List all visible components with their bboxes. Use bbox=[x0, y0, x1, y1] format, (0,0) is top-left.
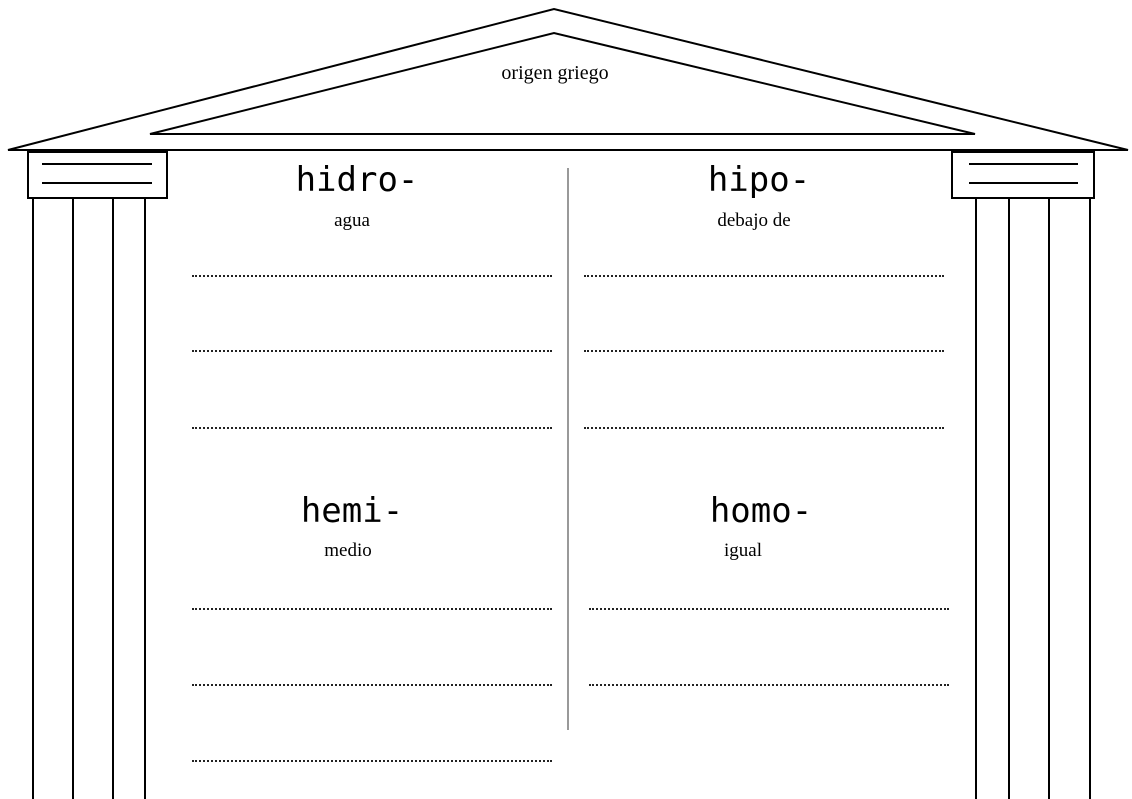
meaning-homo: igual bbox=[724, 540, 762, 561]
answer-line-hidro-1[interactable] bbox=[192, 275, 552, 277]
meaning-hipo: debajo de bbox=[717, 210, 791, 231]
meaning-hemi: medio bbox=[324, 540, 372, 561]
prefix-hemi: hemi- bbox=[300, 491, 404, 531]
right-capital bbox=[951, 151, 1095, 199]
left-column bbox=[27, 151, 168, 799]
answer-line-hemi-1[interactable] bbox=[192, 608, 552, 610]
prefix-homo: homo- bbox=[709, 491, 813, 531]
answer-line-hemi-2[interactable] bbox=[192, 684, 552, 686]
pediment bbox=[7, 7, 1129, 151]
answer-line-hemi-3[interactable] bbox=[192, 760, 552, 762]
answer-line-hidro-3[interactable] bbox=[192, 427, 552, 429]
answer-line-hipo-1[interactable] bbox=[584, 275, 944, 277]
left-capital bbox=[27, 151, 168, 199]
answer-line-hipo-2[interactable] bbox=[584, 350, 944, 352]
pediment-outer bbox=[7, 7, 1129, 151]
right-column bbox=[951, 151, 1095, 799]
meaning-hidro: agua bbox=[334, 210, 370, 231]
answer-line-hipo-3[interactable] bbox=[584, 427, 944, 429]
answer-line-homo-1[interactable] bbox=[589, 608, 949, 610]
pediment-inner bbox=[149, 31, 976, 135]
pediment-label: origen griego bbox=[501, 62, 609, 84]
prefix-hidro: hidro- bbox=[295, 160, 419, 200]
answer-line-hidro-2[interactable] bbox=[192, 350, 552, 352]
answer-line-homo-2[interactable] bbox=[589, 684, 949, 686]
prefix-hipo: hipo- bbox=[707, 160, 811, 200]
